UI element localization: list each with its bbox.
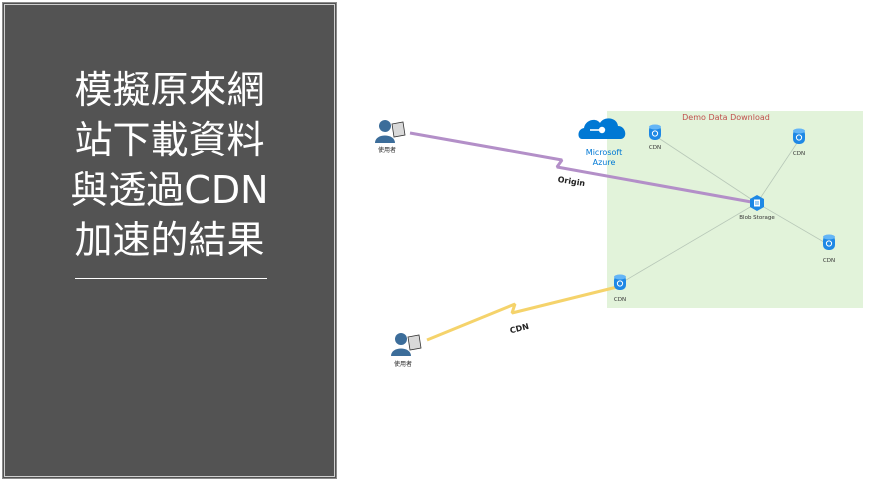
connector-cdn-top-left	[656, 136, 758, 204]
cdn-label-top-right: CDN	[793, 151, 805, 157]
connector-cdn-bottom	[620, 202, 758, 284]
connector-lines	[620, 136, 830, 284]
cdn-label-top-left: CDN	[649, 145, 661, 151]
user-label-bottom: 使用者	[394, 360, 412, 368]
title-panel-border	[4, 4, 335, 477]
cdn-link	[426, 285, 618, 342]
user-icon	[375, 120, 406, 143]
origin-link-label: Origin	[557, 175, 586, 188]
cdn-icon	[614, 274, 626, 290]
cdn-label-right: CDN	[823, 258, 835, 264]
cdn-icon	[649, 124, 661, 140]
connector-cdn-right	[756, 202, 830, 246]
user-label-top: 使用者	[378, 146, 396, 154]
cdn-label-bottom: CDN	[614, 297, 626, 303]
title-underline	[75, 278, 267, 279]
slide-title: 模擬原來網 站下載資料 與透過CDN 加速的結果	[70, 68, 269, 262]
title-panel: 模擬原來網 站下載資料 與透過CDN 加速的結果	[2, 2, 337, 479]
blob-storage-icon	[750, 195, 764, 211]
cdn-icon	[823, 234, 835, 250]
azure-label-line1: Microsoft	[586, 148, 622, 157]
azure-cloud-icon	[578, 118, 626, 139]
origin-link	[409, 131, 758, 205]
azure-region	[607, 111, 863, 308]
user-icon	[391, 333, 422, 356]
azure-label-line2: Azure	[593, 158, 616, 167]
cdn-link-label: CDN	[509, 322, 530, 335]
connector-cdn-top-right	[756, 139, 800, 204]
cdn-icon	[793, 128, 805, 144]
region-label: Demo Data Download	[682, 113, 770, 122]
blob-storage-label: Blob Storage	[739, 215, 775, 221]
